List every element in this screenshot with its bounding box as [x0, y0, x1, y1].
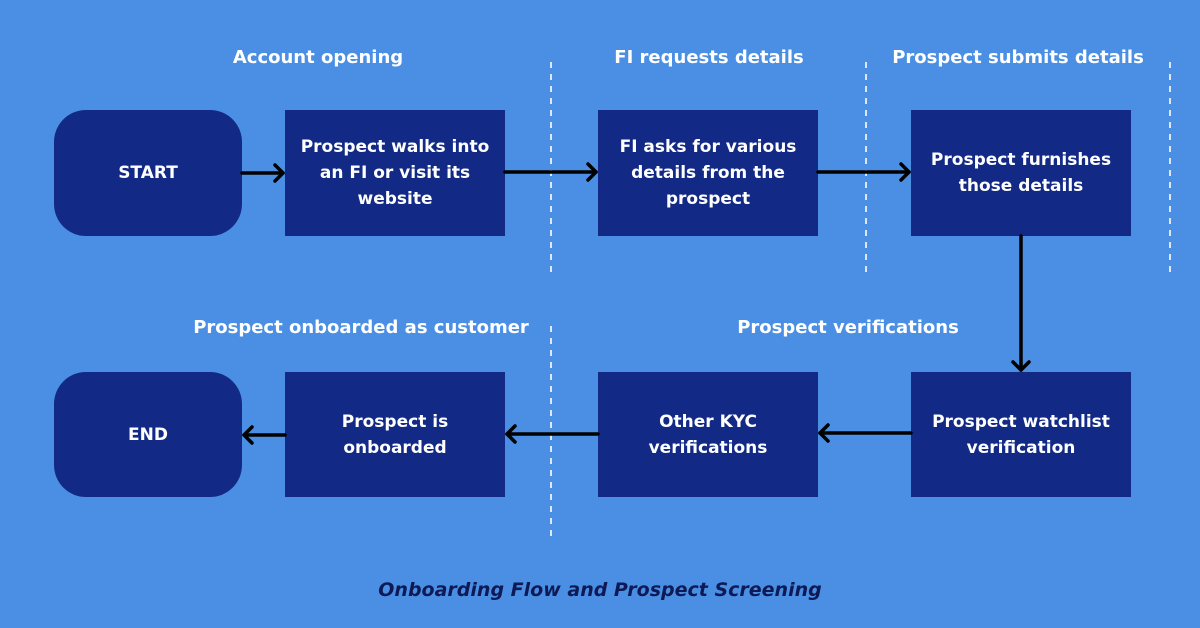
walks-in-node: Prospect walks into an FI or visit its w…: [285, 110, 505, 236]
arrow-start-to-walks-in: [240, 163, 285, 183]
start-node-label: START: [118, 163, 178, 183]
walks-in-node-label: Prospect walks into an FI or visit its w…: [300, 137, 490, 209]
phase-label-account-opening: Account opening: [232, 47, 404, 68]
watchlist-node: Prospect watchlist verification: [911, 372, 1131, 497]
onboarded-node-label: Prospect is onboarded: [341, 411, 449, 458]
diagram-caption: Onboarding Flow and Prospect Screening: [378, 579, 822, 601]
other-kyc-node: Other KYC verifications: [598, 372, 818, 497]
arrow-watchlist-to-other-kyc: [818, 423, 913, 443]
arrow-walks-in-to-fi-asks: [503, 162, 598, 182]
arrow-fi-asks-to-furnishes: [816, 162, 911, 182]
arrow-other-kyc-to-onboarded: [505, 424, 600, 444]
start-node: START: [54, 110, 242, 236]
end-node: END: [54, 372, 242, 497]
furnishes-node-label: Prospect furnishes those details: [930, 150, 1112, 196]
other-kyc-node-label: Other KYC verifications: [648, 411, 768, 458]
phase-label-onboarded-as-customer: Prospect onboarded as customer: [193, 317, 529, 338]
phase-label-verifications: Prospect verifications: [737, 317, 959, 338]
onboarded-node: Prospect is onboarded: [285, 372, 505, 497]
arrow-furnishes-to-watchlist: [1011, 234, 1031, 372]
watchlist-node-label: Prospect watchlist verification: [932, 411, 1110, 458]
phase-label-prospect-submits: Prospect submits details: [892, 47, 1144, 68]
fi-asks-node: FI asks for various details from the pro…: [598, 110, 818, 236]
fi-asks-node-label: FI asks for various details from the pro…: [619, 137, 797, 209]
end-node-label: END: [128, 424, 168, 445]
furnishes-node: Prospect furnishes those details: [911, 110, 1131, 236]
arrow-onboarded-to-end: [242, 425, 287, 445]
phase-label-fi-requests: FI requests details: [614, 47, 804, 68]
